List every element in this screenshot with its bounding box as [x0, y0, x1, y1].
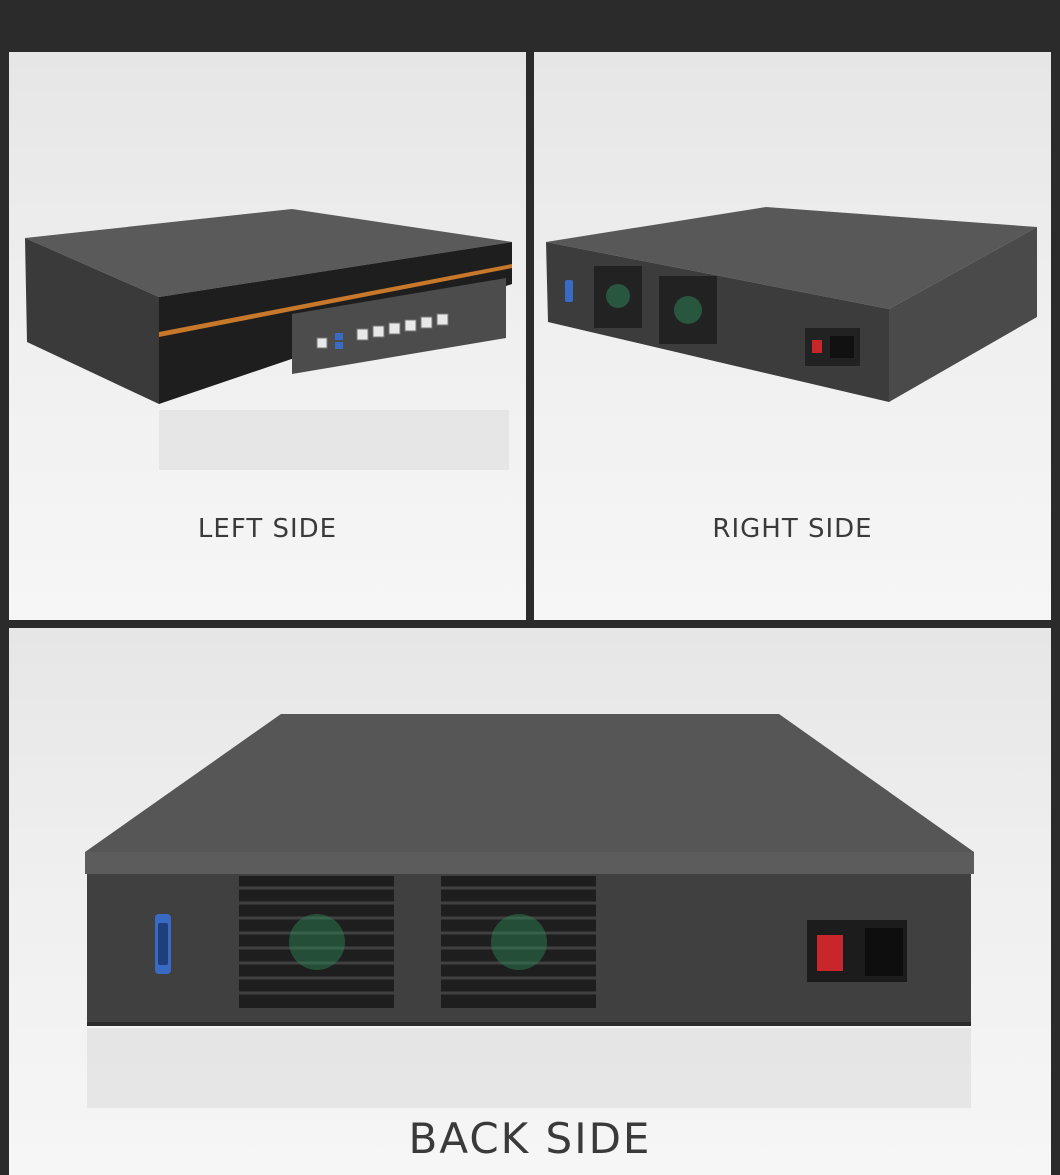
left-side-caption: LEFT SIDE [197, 514, 338, 544]
power-switch-icon [817, 935, 843, 971]
power-socket-icon [865, 928, 903, 976]
vga-port-icon [565, 280, 573, 302]
left-side-panel: LEFT SIDE [9, 52, 526, 620]
vga-port-icon [155, 914, 171, 974]
right-side-device-image [546, 207, 1037, 402]
ethernet-port-icon [316, 313, 449, 349]
back-side-device-image [85, 714, 974, 1108]
back-side-panel: BACK SIDE [9, 628, 1051, 1175]
back-side-caption: BACK SIDE [408, 1114, 652, 1163]
right-side-panel: RIGHT SIDE [534, 52, 1051, 620]
fan-vent-icon [239, 876, 596, 1008]
left-side-device-image [25, 209, 512, 470]
power-switch-icon [812, 340, 822, 353]
usb-port-icon [335, 333, 343, 349]
power-socket-icon [830, 336, 854, 358]
accent-stripe [159, 264, 512, 337]
right-side-caption: RIGHT SIDE [712, 514, 873, 544]
